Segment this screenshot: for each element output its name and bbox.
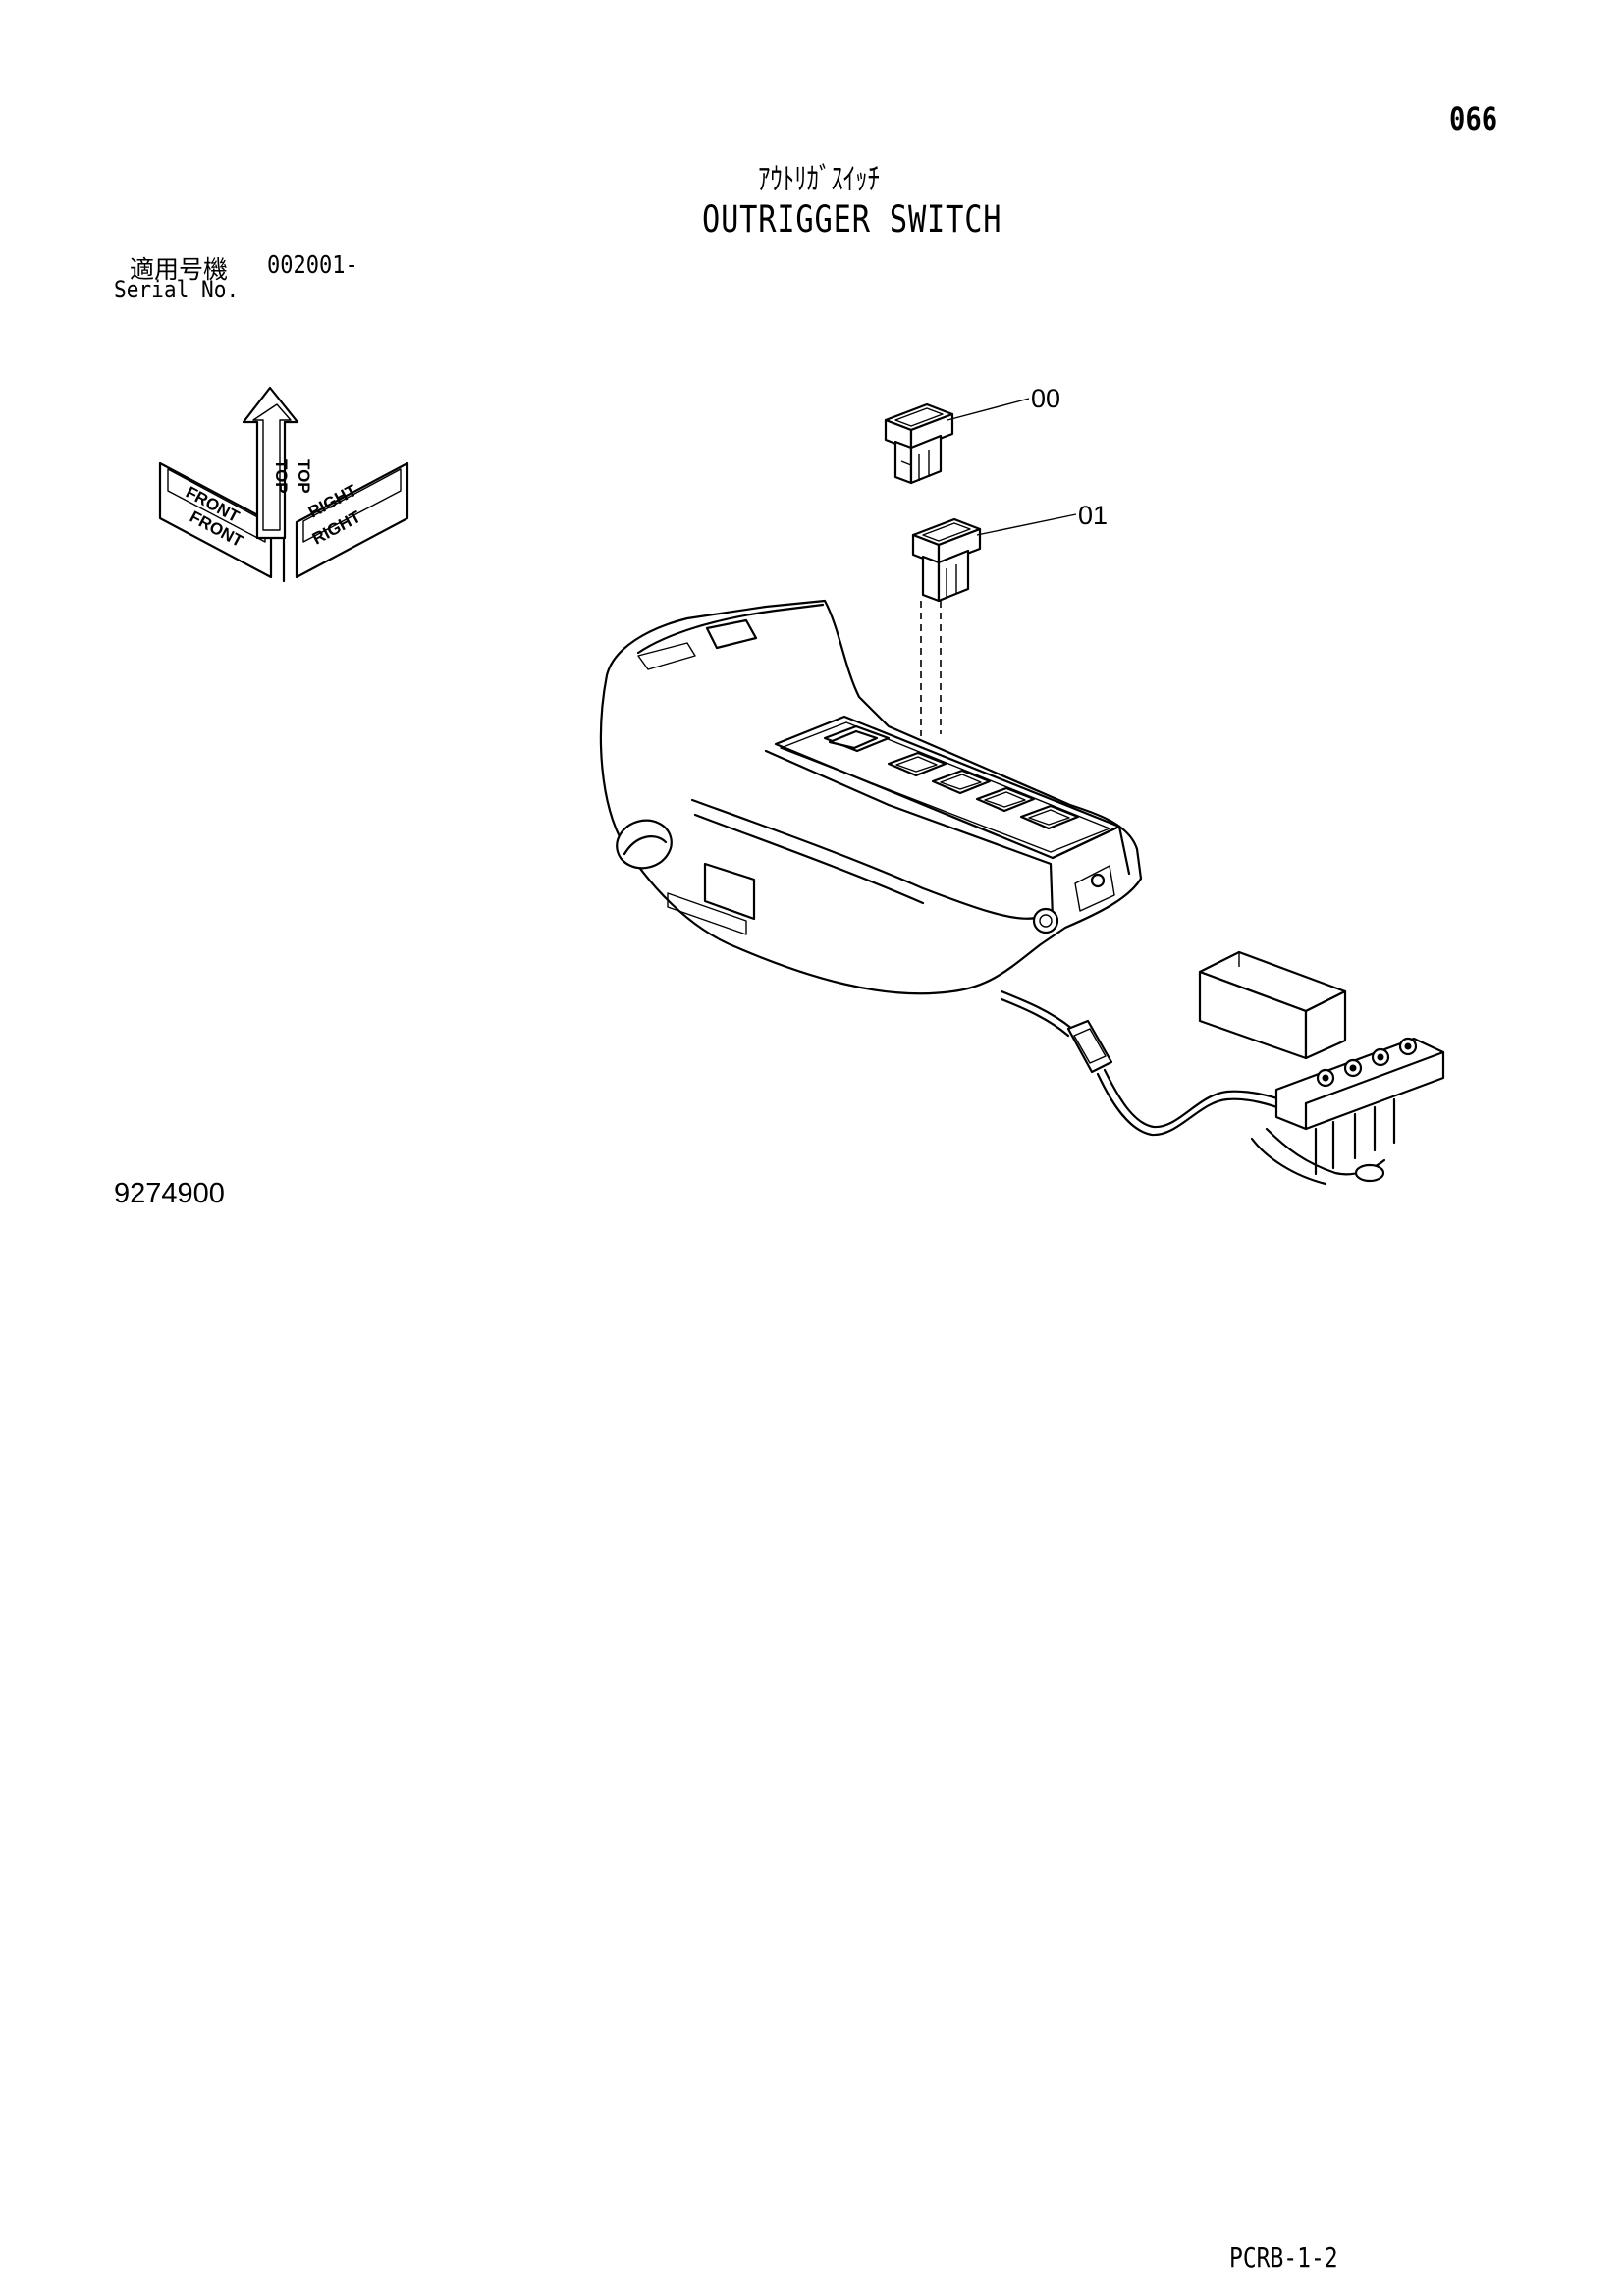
switch-console: [599, 599, 1143, 995]
switch-part-01: [911, 517, 982, 603]
switch-part-00: [884, 402, 954, 485]
orientation-icon: FRONT FRONT TOP TOP RIGHT RIGHT: [158, 386, 409, 583]
page-number: 066: [1449, 100, 1498, 137]
title-japanese: ｱｳﾄﾘｶﾞｽｲｯﾁ: [758, 162, 880, 197]
title-english: OUTRIGGER SWITCH: [702, 198, 1002, 240]
serial-label-english: Serial No.: [114, 276, 240, 303]
callout-label-01: 01: [1078, 501, 1108, 530]
serial-number-value: 002001-: [267, 250, 358, 279]
callout-label-00: 00: [1031, 384, 1060, 413]
top-label-shadow: TOP: [272, 459, 291, 494]
wire-harness: [1000, 950, 1445, 1186]
drawing-number: 9274900: [114, 1178, 225, 1209]
document-code: PCRB-1-2: [1229, 2241, 1338, 2273]
top-label: TOP: [295, 459, 313, 494]
serial-label-japanese: 適用号機: [130, 255, 229, 284]
